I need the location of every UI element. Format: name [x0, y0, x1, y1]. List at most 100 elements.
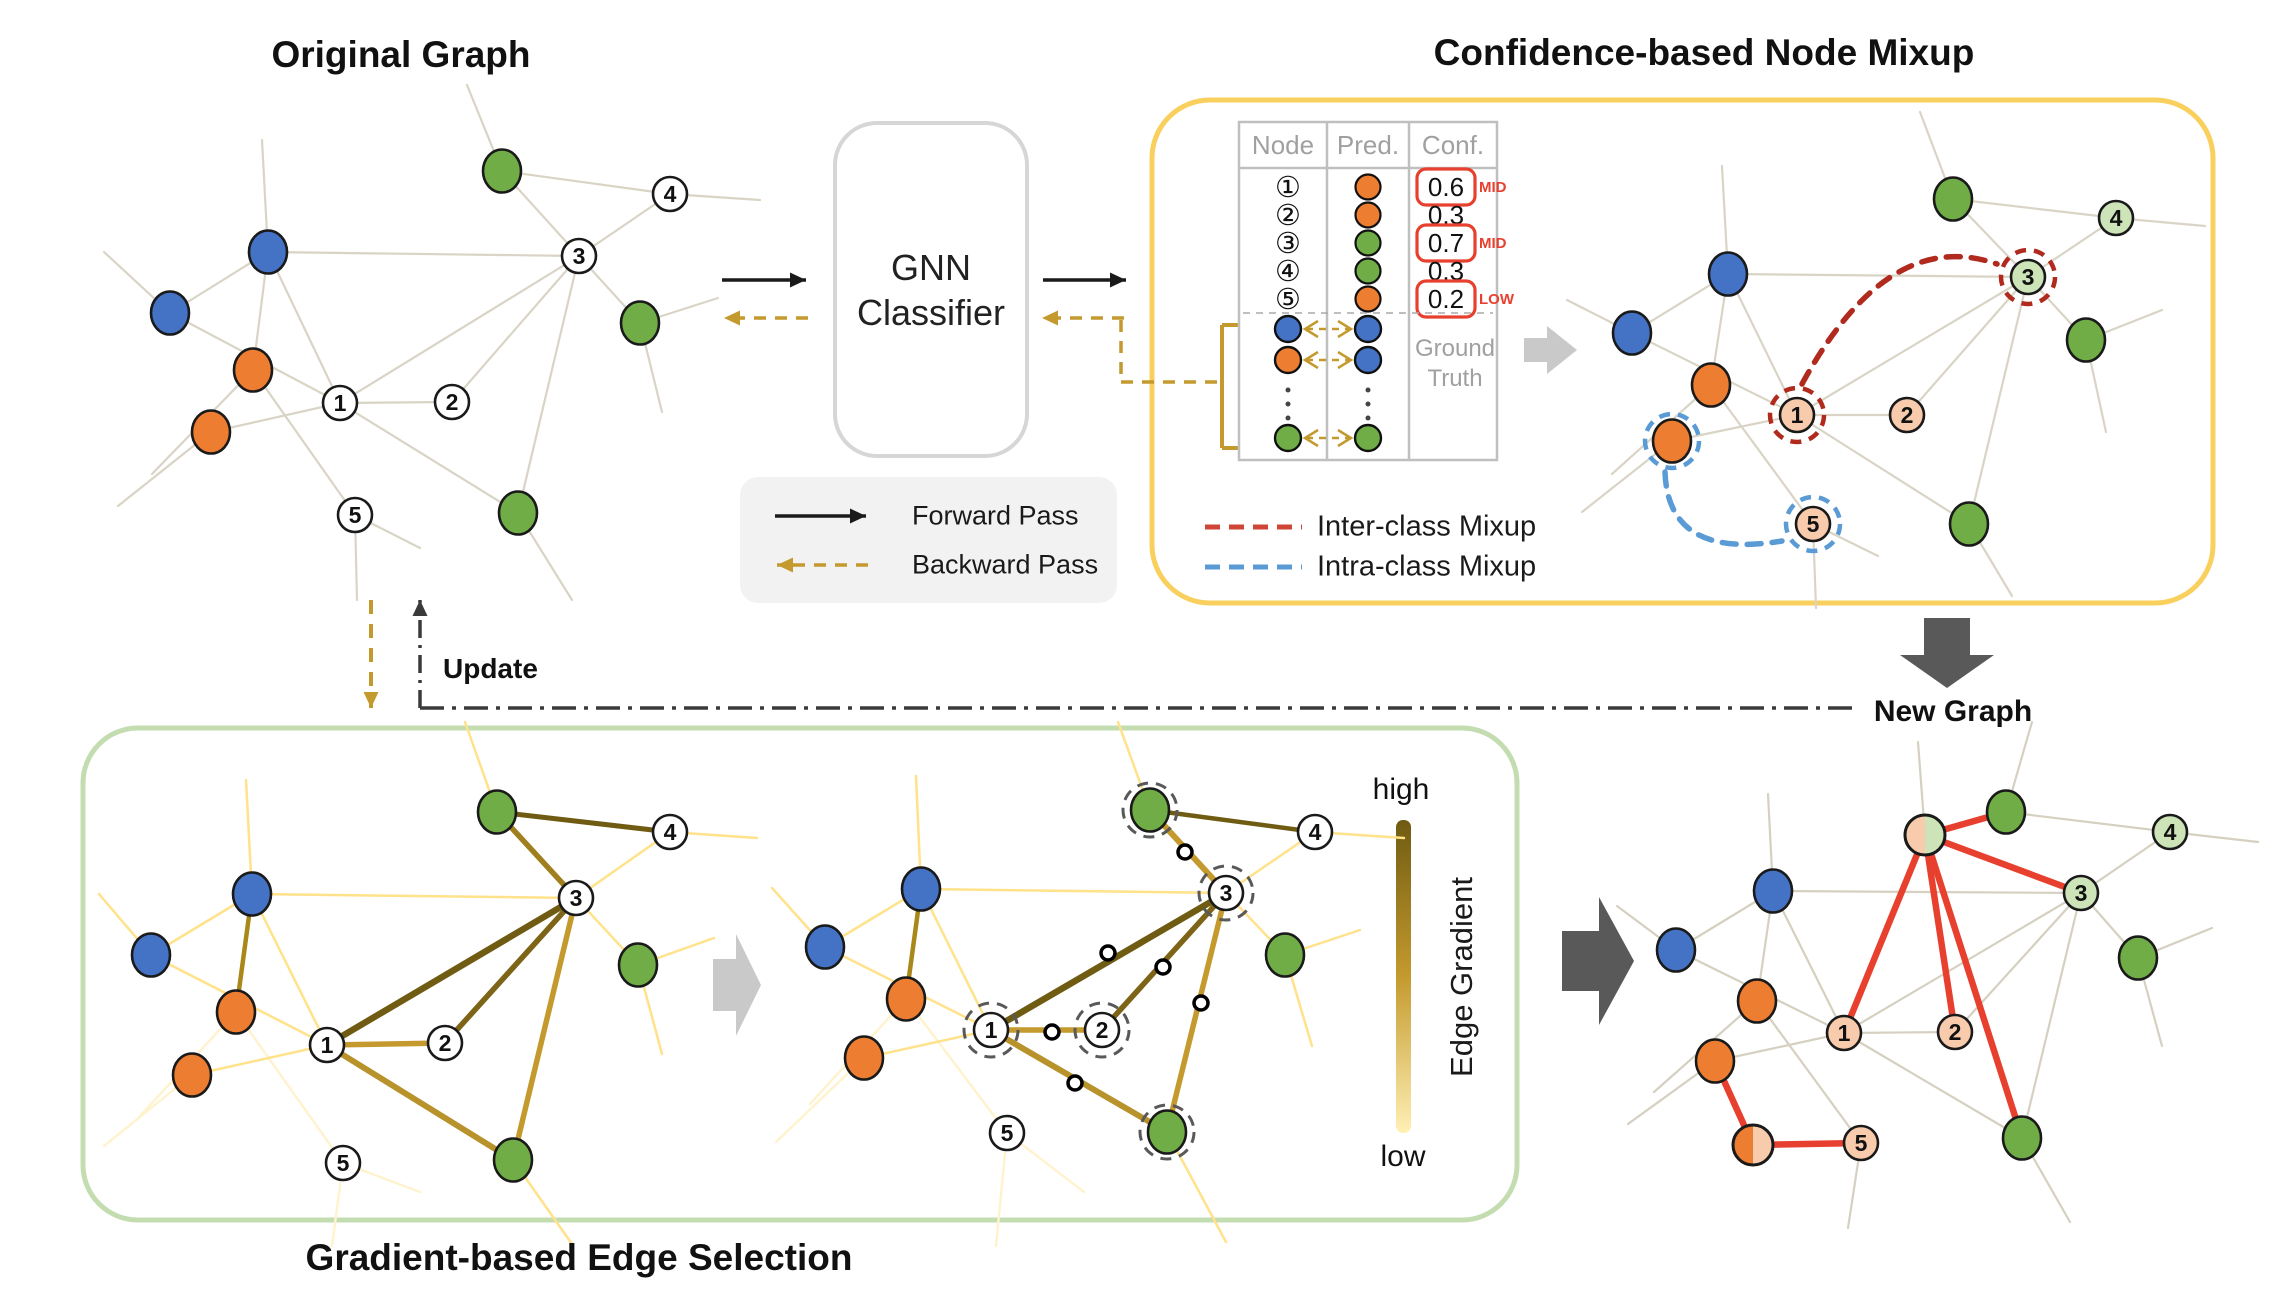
edge-cut-marker — [1176, 843, 1194, 861]
node-w2-label: 2 — [1096, 1017, 1109, 1043]
ellipsis-dot — [1365, 387, 1371, 393]
table-conf-value: 0.6 — [1428, 172, 1464, 202]
edge — [1953, 891, 2083, 1034]
mixup-left-dot — [1273, 314, 1303, 344]
edge — [1842, 891, 2083, 1035]
edge — [1726, 272, 1799, 417]
table-conf-value: 0.2 — [1428, 284, 1464, 314]
table-pred-dot — [1354, 201, 1382, 229]
ring-gb — [1138, 1103, 1196, 1161]
edge — [323, 894, 580, 1049]
node-w1 — [308, 1026, 346, 1064]
node-ho — [1731, 1123, 1775, 1167]
node-p2 — [1888, 396, 1926, 434]
mixup-panel-title: Confidence-based Node Mixup — [1433, 32, 1975, 73]
node-p5-label: 5 — [1807, 511, 1820, 537]
edge — [338, 254, 581, 405]
mixup-left-dot — [1273, 423, 1303, 453]
edge — [904, 997, 1009, 1135]
node-lg4-label: 4 — [2164, 819, 2177, 845]
edge — [234, 1010, 345, 1165]
edge — [1842, 1030, 1957, 1035]
ellipsis-dot — [1365, 415, 1371, 421]
node-w4-label: 4 — [1309, 819, 1322, 845]
node-gr — [619, 300, 661, 346]
node-o1 — [885, 976, 927, 1022]
edge — [2004, 810, 2172, 834]
node-b1 — [247, 229, 289, 275]
node-lg3-label: 3 — [2075, 880, 2088, 906]
table-pred-dot — [1354, 257, 1382, 285]
node-w5-label: 5 — [349, 502, 362, 528]
edge — [1951, 197, 2118, 220]
table-pred-dot — [1354, 229, 1382, 257]
edge — [1771, 889, 1846, 1035]
legend-forward-arrow-head — [850, 508, 866, 524]
edge — [250, 892, 578, 900]
table-pred-dot — [1354, 285, 1382, 313]
node-w3 — [1207, 874, 1245, 912]
mixup-chevron-left — [1302, 428, 1319, 448]
table-conf-highlight — [1415, 167, 1477, 207]
node-g1 — [481, 148, 523, 194]
node-w2-label: 2 — [446, 389, 459, 415]
ground-truth-label: Ground — [1415, 335, 1495, 362]
node-o1 — [1690, 362, 1732, 408]
node-p1 — [1825, 1014, 1863, 1052]
edge — [1795, 413, 1971, 526]
node-o2 — [1651, 418, 1693, 464]
node-lg4-label: 4 — [2110, 205, 2123, 231]
ring-p5 — [1783, 494, 1843, 554]
mixup-arc — [1799, 253, 2000, 387]
edge-cut-marker — [1154, 958, 1172, 976]
node-o2 — [171, 1052, 213, 1098]
new-graph-label: New Graph — [1873, 695, 2033, 728]
node-p5 — [1794, 505, 1832, 543]
edge — [190, 1043, 329, 1077]
edge — [1905, 275, 2030, 417]
mixup-chevron-right — [1337, 350, 1354, 370]
node-gr — [617, 942, 659, 988]
mixup-chevron-right — [1337, 319, 1354, 339]
node-b2 — [130, 932, 172, 978]
ring-g1 — [1121, 781, 1179, 839]
node-ho-left — [1733, 1125, 1753, 1165]
edge — [251, 368, 357, 517]
node-w5-label: 5 — [1001, 1120, 1014, 1146]
edge-cut-marker — [1043, 1023, 1061, 1041]
mixup-right-dot — [1353, 314, 1383, 344]
table-node-id: ④ — [1275, 256, 1301, 288]
edge — [338, 401, 520, 515]
edge — [1164, 890, 1229, 1135]
node-o1 — [232, 347, 274, 393]
node-w4-label: 4 — [664, 181, 677, 207]
node-w1-label: 1 — [321, 1032, 334, 1058]
node-g1 — [1932, 176, 1974, 222]
edge — [862, 1028, 993, 1060]
edge — [516, 254, 581, 515]
node-o2 — [190, 409, 232, 455]
node-w2 — [433, 383, 471, 421]
mixup-right-dot — [1353, 423, 1383, 453]
ellipsis-dot — [1285, 415, 1291, 421]
colorbar-high-label: high — [1372, 773, 1430, 806]
edge — [574, 830, 672, 900]
table-pred-dot — [1354, 173, 1382, 201]
forward-arrow-right-head — [1110, 272, 1126, 288]
table-header-node: Node — [1252, 130, 1314, 160]
node-gb — [1948, 501, 1990, 547]
edge — [1795, 275, 2030, 417]
newgraph-right-arrow — [1562, 897, 1634, 1025]
backward-arrow-right-head — [1042, 310, 1058, 326]
node-w3-label: 3 — [1220, 880, 1233, 906]
node-b1 — [900, 866, 942, 912]
gradpanel-right-arrow — [713, 934, 761, 1036]
node-o1 — [215, 989, 257, 1035]
gnn-classifier-line1: GNN — [891, 246, 971, 288]
edge — [994, 1131, 1009, 1248]
edge — [450, 254, 581, 404]
edge — [2020, 891, 2083, 1140]
edge — [510, 895, 579, 1163]
